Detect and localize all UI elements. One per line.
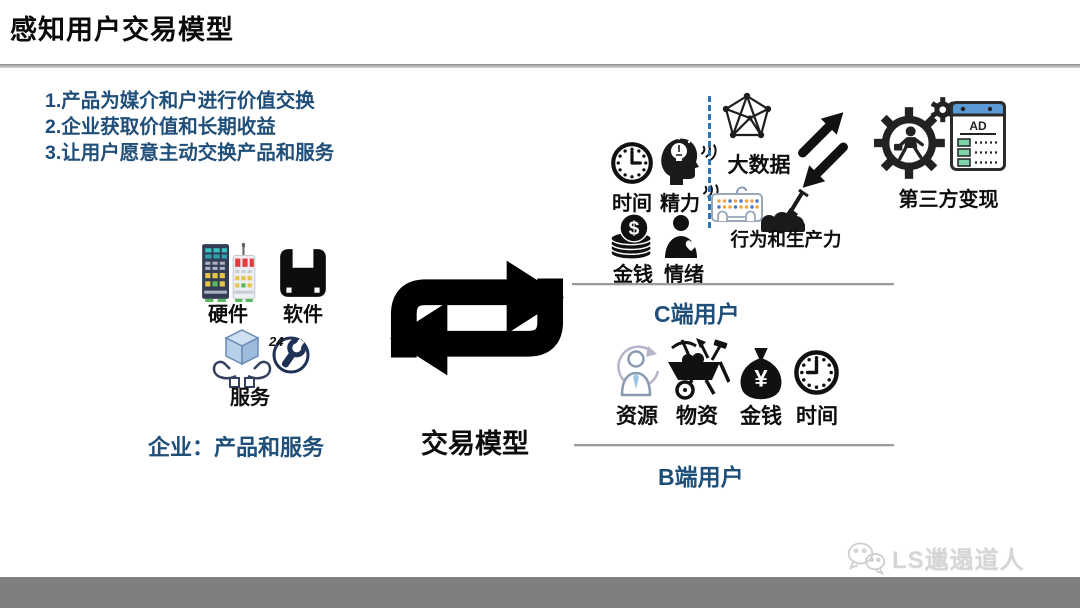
behavior-label: 行为和生产力 bbox=[730, 229, 842, 250]
wheelbarrow-icon bbox=[662, 336, 730, 400]
ad-panel-icon: AD bbox=[950, 101, 1006, 171]
keyboard-hands-icon bbox=[710, 184, 764, 228]
b-segment-divider bbox=[574, 444, 894, 446]
money-label-c: 金钱 bbox=[613, 264, 653, 286]
c-segment-divider bbox=[572, 283, 894, 285]
money-label-b: 金钱 bbox=[740, 405, 782, 428]
time-label-c: 时间 bbox=[612, 193, 652, 215]
money-bag-icon: ¥ bbox=[736, 346, 786, 400]
emotion-label: 情绪 bbox=[664, 264, 704, 286]
double-exchange-arrows-icon bbox=[790, 112, 856, 188]
page-title: 感知用户交易模型 bbox=[10, 15, 234, 45]
exchange-label: 交易模型 bbox=[421, 429, 529, 459]
service-label: 服务 bbox=[230, 387, 270, 409]
enterprise-caption: 企业：产品和服务 bbox=[148, 435, 325, 460]
energy-label: 精力 bbox=[660, 193, 700, 215]
intro-point-3: 3.让用户愿意主动交换产品和服务 bbox=[45, 142, 335, 164]
person-cycle-icon bbox=[612, 340, 662, 402]
title-divider bbox=[0, 64, 1080, 68]
badge-24-text: 24 bbox=[268, 334, 284, 349]
hardware-label: 硬件 bbox=[208, 304, 248, 326]
coin-stack-icon: $ bbox=[608, 213, 658, 260]
b-segment-caption: B端用户 bbox=[658, 464, 744, 490]
intro-point-2: 2.企业获取价值和长期收益 bbox=[45, 116, 276, 138]
gear-businessman-icon bbox=[874, 94, 954, 182]
software-label: 软件 bbox=[283, 304, 323, 326]
clock-icon bbox=[793, 349, 840, 396]
head-idea-icon bbox=[658, 134, 700, 186]
footer-bar bbox=[0, 577, 1080, 608]
clock-icon bbox=[610, 141, 654, 185]
dollar-sign: $ bbox=[629, 219, 640, 240]
wechat-icon bbox=[846, 541, 886, 575]
person-heart-icon bbox=[662, 214, 704, 258]
big-data-label: 大数据 bbox=[727, 154, 791, 177]
intro-points: 1.产品为媒介和户进行价值交换 2.企业获取价值和长期收益 3.让用户愿意主动交… bbox=[45, 88, 334, 166]
network-graph-icon bbox=[722, 92, 772, 139]
server-towers-icon bbox=[198, 241, 260, 303]
time-label-b: 时间 bbox=[796, 405, 838, 428]
c-segment-caption: C端用户 bbox=[654, 301, 740, 327]
resource-label: 资源 bbox=[616, 405, 658, 428]
watermark-text: LS邋遢道人 bbox=[892, 547, 1025, 574]
monetization-label: 第三方变现 bbox=[898, 189, 999, 211]
watermark: LS邋遢道人 bbox=[846, 540, 1025, 575]
dashed-separator-line bbox=[708, 96, 711, 228]
loop-arrows-icon bbox=[388, 252, 566, 384]
yuan-sign: ¥ bbox=[754, 365, 768, 392]
shovel-dirt-icon bbox=[757, 188, 809, 232]
service-24h-wrench-icon: 24 bbox=[266, 331, 312, 377]
service-hands-cube-icon bbox=[208, 326, 276, 388]
intro-point-1: 1.产品为媒介和户进行价值交换 bbox=[45, 90, 315, 112]
supplies-label: 物资 bbox=[676, 405, 718, 428]
floppy-disk-icon bbox=[276, 246, 330, 300]
ad-text: AD bbox=[969, 119, 987, 133]
